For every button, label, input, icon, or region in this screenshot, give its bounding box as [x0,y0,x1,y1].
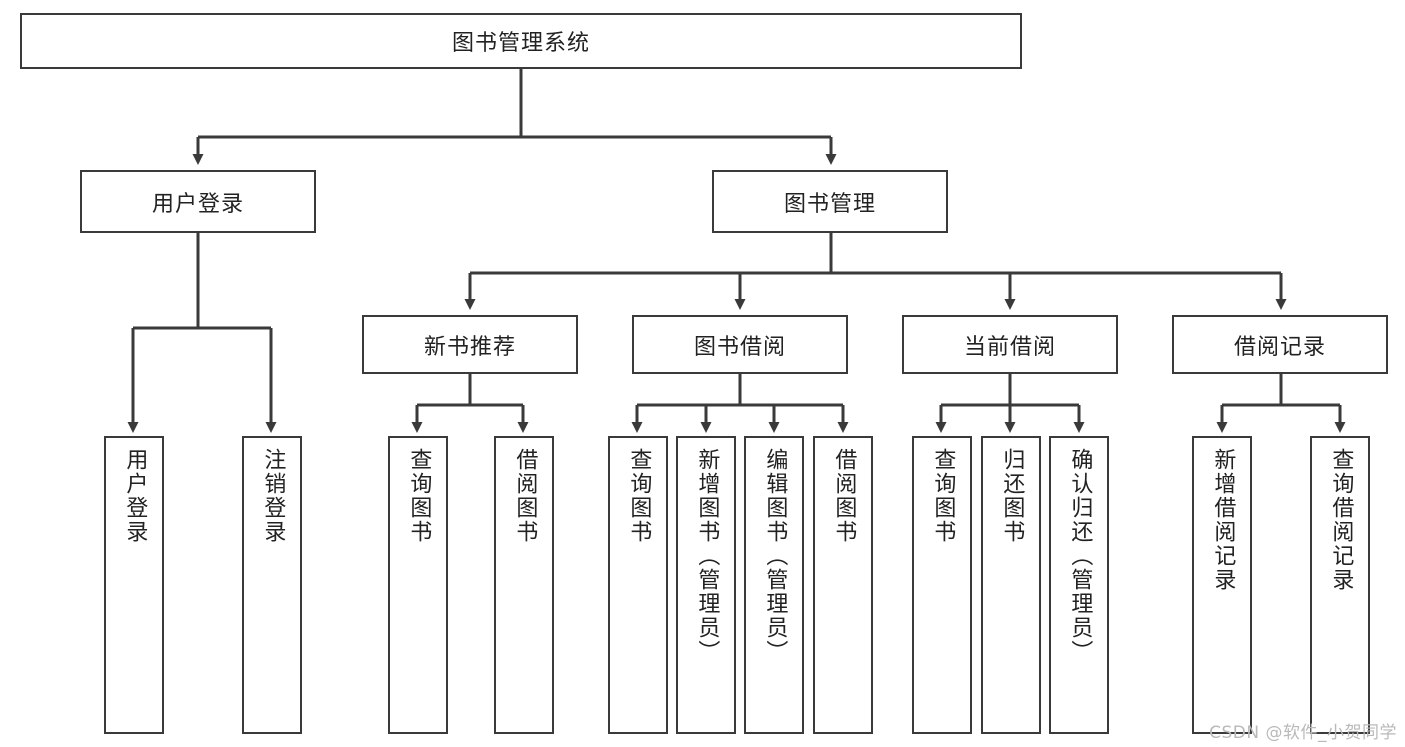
csdn-watermark: CSDN @软件_小贺同学 [1209,723,1397,743]
leaf-records-add-record[interactable]: 新增借阅记录 [1192,436,1252,734]
node-new-book-recommendation[interactable]: 新书推荐 [362,315,578,374]
node-label: 归还图书 [999,448,1025,544]
leaf-user-login-logout[interactable]: 注销登录 [242,436,302,734]
node-borrow-records[interactable]: 借阅记录 [1172,315,1388,374]
leaf-new-books-query-book[interactable]: 查询图书 [388,436,448,734]
leaf-new-books-borrow-book[interactable]: 借阅图书 [494,436,554,734]
node-label: 当前借阅 [963,334,1056,360]
node-label: 确认归还（管理员） [1067,448,1093,664]
node-label: 借阅图书 [512,448,538,544]
node-label: 借阅记录 [1233,334,1326,360]
leaf-borrow-edit-book-admin[interactable]: 编辑图书（管理员） [744,436,804,734]
leaf-borrow-borrow-book[interactable]: 借阅图书 [813,436,873,734]
node-user-login[interactable]: 用户登录 [80,170,316,233]
node-book-borrowing[interactable]: 图书借阅 [632,315,848,374]
node-label: 编辑图书（管理员） [762,448,788,664]
node-label: 用户登录 [122,448,148,544]
node-label: 图书管理系统 [451,31,590,56]
node-label: 查询图书 [406,448,432,544]
node-current-borrowing[interactable]: 当前借阅 [902,315,1118,374]
node-label: 新书推荐 [423,334,516,360]
node-label: 查询图书 [626,448,652,544]
node-label: 借阅图书 [831,448,857,544]
node-label: 查询借阅记录 [1328,448,1354,592]
node-label: 新增借阅记录 [1210,448,1236,592]
node-book-management[interactable]: 图书管理 [712,170,948,233]
node-label: 注销登录 [260,448,286,544]
node-label: 图书借阅 [693,334,786,360]
leaf-borrow-query-book[interactable]: 查询图书 [608,436,668,734]
node-label: 用户登录 [151,191,244,217]
leaf-current-return-book[interactable]: 归还图书 [981,436,1041,734]
node-label: 图书管理 [783,191,876,217]
node-label: 新增图书（管理员） [694,448,720,664]
leaf-user-login-login[interactable]: 用户登录 [104,436,164,734]
leaf-records-query-record[interactable]: 查询借阅记录 [1310,436,1370,734]
node-root-system[interactable]: 图书管理系统 [20,13,1022,69]
leaf-current-confirm-return-admin[interactable]: 确认归还（管理员） [1049,436,1109,734]
leaf-current-query-book[interactable]: 查询图书 [912,436,972,734]
leaf-borrow-add-book-admin[interactable]: 新增图书（管理员） [676,436,736,734]
node-label: 查询图书 [930,448,956,544]
